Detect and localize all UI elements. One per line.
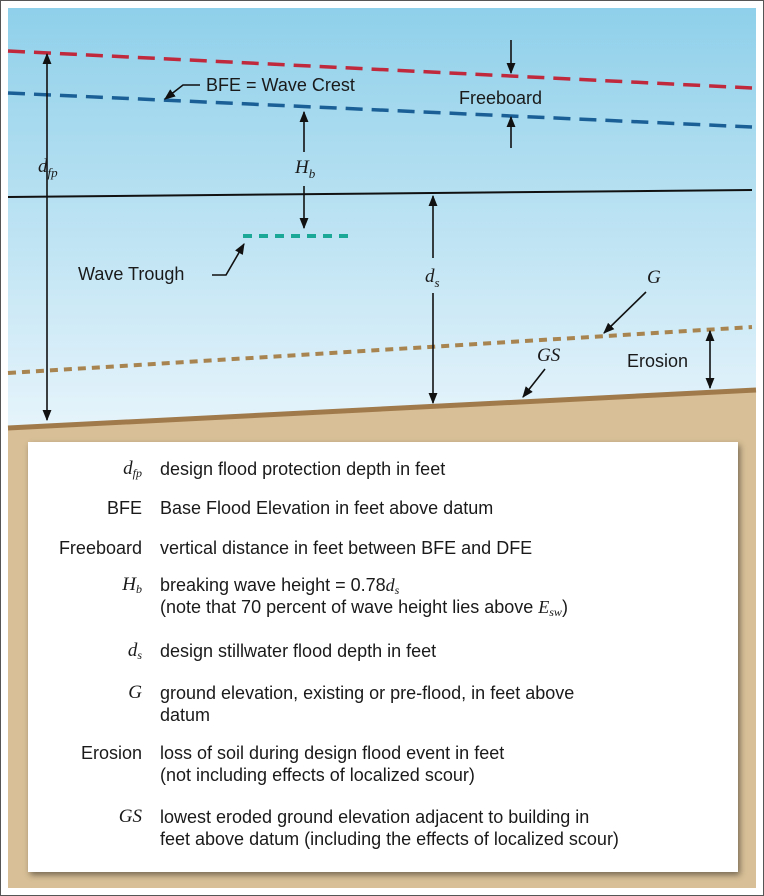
legend-term-ds: ds (28, 640, 142, 662)
g-pointer (603, 291, 647, 334)
legend-desc-erosion-line2: (not including effects of localized scou… (160, 765, 475, 785)
legend-term-dfp-sub: fp (132, 466, 142, 480)
hb-symbol: H (294, 157, 310, 178)
water-background (8, 8, 756, 428)
legend-desc-gs-line2: feet above datum (including the effects … (160, 829, 619, 849)
legend-term-dfp: dfp (28, 458, 142, 480)
gs-label: GS (537, 345, 561, 366)
legend-desc-g-line2: datum (160, 705, 211, 725)
legend-term-hb: Hb (28, 574, 142, 596)
legend-term-erosion: Erosion (80, 743, 142, 763)
dfe-line (7, 49, 753, 90)
legend-desc-hb-text1: breaking wave height = 0.78 (160, 575, 386, 595)
legend-desc-g: ground elevation, existing or pre-flood,… (160, 682, 730, 726)
legend-desc-dfp: design flood protection depth in feet (160, 459, 446, 479)
legend-desc-hb-line2: (note that 70 percent of wave height lie… (160, 596, 730, 618)
gs-pointer (522, 368, 546, 398)
hb-subscript: b (309, 166, 316, 181)
legend-term-gs: GS (118, 806, 142, 827)
bfe-label: BFE = Wave Crest (206, 75, 355, 95)
legend-term-ds-sub: s (137, 648, 142, 662)
legend-term-dfp-symbol: d (123, 458, 133, 479)
legend-term-freeboard: Freeboard (58, 538, 142, 558)
dfp-label: dfp (38, 156, 58, 180)
legend-desc-hb: breaking wave height = 0.78ds (note that… (160, 574, 730, 618)
erosion-label: Erosion (627, 351, 688, 371)
legend-desc-g-line1: ground elevation, existing or pre-flood,… (160, 683, 575, 703)
dfp-symbol: d (38, 156, 48, 177)
stillwater-line (7, 189, 753, 198)
bfe-pointer (164, 84, 200, 100)
legend-desc-hb-line1: breaking wave height = 0.78ds (160, 574, 730, 596)
legend-desc-hb-esw: E (538, 597, 550, 617)
legend-desc-erosion: loss of soil during design flood event i… (160, 742, 730, 786)
legend-term-g: G (128, 682, 142, 703)
legend-desc-hb-text2: (note that 70 percent of wave height lie… (160, 597, 539, 617)
legend-term-ds-symbol: d (127, 640, 138, 661)
eroded-ground-line (7, 387, 757, 431)
legend-desc-hb-ds: d (385, 575, 395, 595)
legend-desc-hb-ds-sub: s (394, 583, 400, 597)
legend-desc-hb-text3: ) (561, 597, 568, 617)
legend-desc-hb-esw-sub: sw (549, 605, 562, 619)
legend-desc-gs: lowest eroded ground elevation adjacent … (160, 806, 730, 850)
ds-label: ds (425, 266, 440, 290)
freeboard-label: Freeboard (459, 88, 542, 108)
g-label: G (647, 267, 661, 288)
ground-elevation-line (7, 325, 753, 375)
wave-trough-pointer (212, 243, 245, 276)
legend-desc-gs-line1: lowest eroded ground elevation adjacent … (160, 807, 590, 827)
legend-term-hb-sub: b (136, 582, 142, 596)
legend-panel: dfp design flood protection depth in fee… (28, 442, 738, 872)
dfp-subscript: fp (48, 165, 59, 180)
bfe-line (7, 91, 753, 129)
wave-trough-label: Wave Trough (78, 264, 184, 284)
ds-subscript: s (435, 275, 440, 290)
legend-desc-bfe: Base Flood Elevation in feet above datum (160, 498, 494, 518)
hb-label: Hb (294, 157, 316, 181)
legend-term-bfe: BFE (106, 498, 142, 518)
legend-desc-ds: design stillwater flood depth in feet (160, 641, 437, 661)
legend-term-hb-symbol: H (122, 574, 136, 595)
ds-symbol: d (425, 266, 435, 287)
legend-desc-freeboard: vertical distance in feet between BFE an… (160, 538, 533, 558)
legend-desc-erosion-line1: loss of soil during design flood event i… (160, 743, 505, 763)
